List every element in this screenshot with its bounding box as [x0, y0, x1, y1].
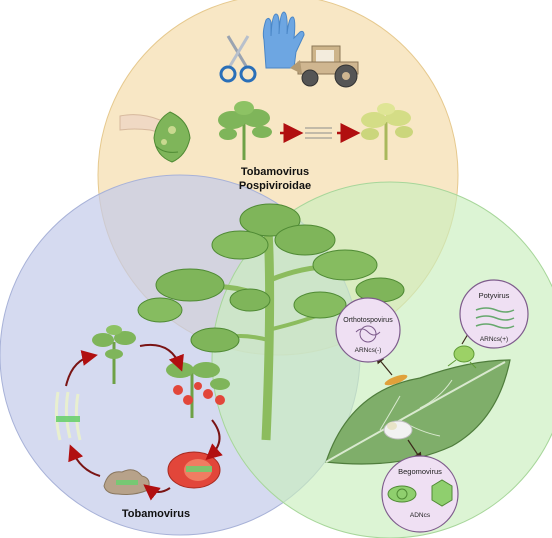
central-tomato-plant	[137, 203, 405, 441]
aphid-insect	[447, 345, 477, 369]
arrow-to-begomovirus	[407, 439, 422, 461]
orthotospovirus-genome: ARNcs(-)	[355, 347, 382, 354]
orthotospovirus-label: Orthotospovirus	[343, 317, 393, 324]
infected-plant	[361, 103, 413, 160]
potyvirus-bubble	[459, 279, 529, 349]
glove-icon	[262, 11, 305, 69]
begomovirus-genome: ADNcs	[410, 512, 431, 519]
cycle-arrows	[65, 344, 223, 501]
cut-tomato	[167, 451, 221, 489]
arrow-to-orthotospovirus	[375, 355, 393, 376]
infected-leaf	[153, 111, 191, 163]
top-label-line1: Tobamovirus	[241, 166, 309, 178]
begomovirus-bubble	[381, 455, 459, 533]
contaminated-tools	[305, 127, 332, 139]
tractor-icon	[290, 45, 359, 88]
potyvirus-label: Potyvirus	[479, 291, 510, 300]
orthotospovirus-bubble	[335, 297, 401, 363]
roots-seedlings	[54, 391, 82, 441]
begomovirus-label: Begomovirus	[398, 467, 442, 476]
thrips-insect	[384, 374, 408, 386]
whitefly-insect	[383, 420, 413, 440]
top-label-line2: Pospiviroidae	[239, 180, 311, 192]
decaying-debris	[103, 469, 150, 495]
potyvirus-genome: ARNcs(+)	[480, 336, 508, 343]
healthy-plant	[218, 101, 272, 160]
scissors-icon	[219, 35, 257, 83]
cycle-plant-small	[92, 325, 136, 384]
left-label: Tobamovirus	[122, 508, 190, 520]
